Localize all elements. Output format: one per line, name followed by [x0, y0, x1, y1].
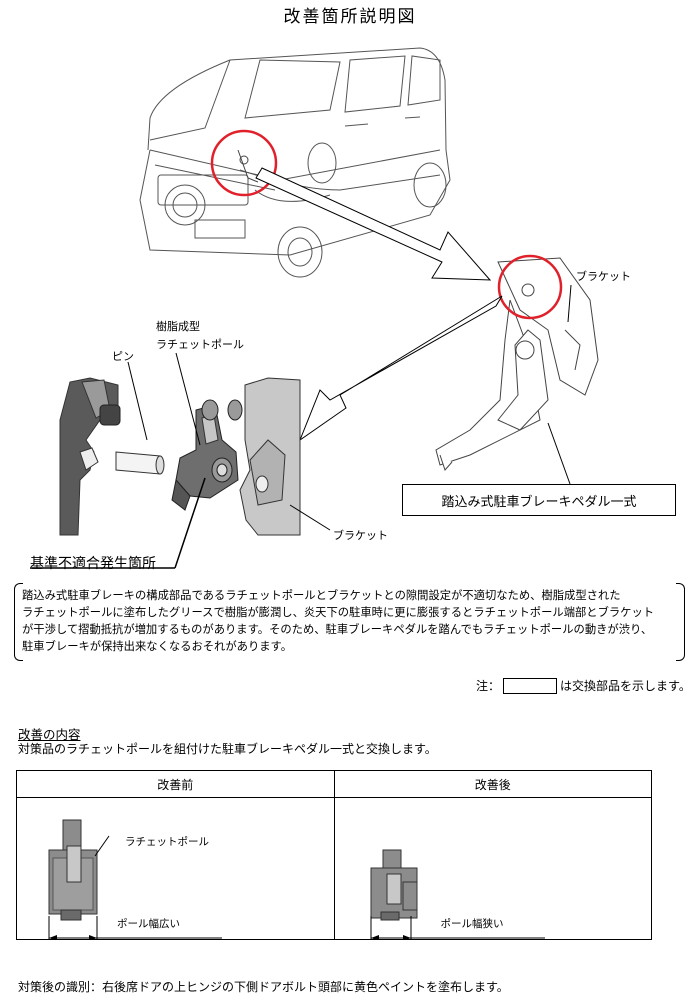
description-bracket-right — [676, 583, 685, 661]
leader-pin — [127, 361, 148, 441]
description-line: が干渉して摺動抵抗が増加するものがあります。そのため、駐車ブレーキペダルを踏んで… — [22, 623, 653, 636]
car-illustration — [139, 47, 451, 278]
after-cell: ポール幅狭い — [333, 797, 652, 940]
before-cell: ラチェットポール ポール幅広い — [16, 797, 335, 940]
defect-location-label: 基準不適合発生箇所 — [30, 556, 156, 572]
label-bracket-bottom: ブラケット — [333, 529, 388, 542]
bracket-part — [239, 377, 301, 536]
pin-part — [115, 451, 165, 475]
leader-pedal-assembly — [547, 422, 571, 485]
replacement-note: 注： は交換部品を示します。 — [476, 677, 691, 694]
arrow-to-detail — [298, 295, 503, 442]
after-pawl-diagram — [370, 849, 545, 940]
description-line: ラチェットポールに塗布したグリースで樹脂が膨潤し、炎天下の駐車時に更に膨張すると… — [22, 606, 655, 619]
label-pin: ピン — [112, 350, 134, 363]
description-bracket-left — [14, 583, 23, 661]
comparison-table: 改善前 改善後 ラチェットポール ポール幅広い — [16, 770, 652, 940]
after-width-label: ポール幅狭い — [440, 918, 504, 930]
note-suffix: は交換部品を示します。 — [560, 679, 691, 693]
pedal-assembly-illustration — [435, 257, 599, 471]
exploded-detail-view — [30, 352, 331, 569]
leader-bracket-bottom — [289, 504, 331, 531]
leader-bracket-top — [567, 284, 572, 323]
description-line: 踏込み式駐車ブレーキの構成部品であるラチェットポールとブラケットとの隙間設定が不… — [22, 589, 621, 602]
highlight-circle-pedal — [497, 254, 563, 320]
label-resin-molded: 樹脂成型 — [156, 320, 200, 333]
identification-note: 対策後の識別：右後席ドアの上ヒンジの下側ドアボルト頭部に黄色ペイントを塗布します… — [18, 980, 509, 994]
label-bracket-top: ブラケット — [576, 270, 631, 283]
pedal-assembly-label: 踏込み式駐車ブレーキペダル一式 — [402, 484, 676, 516]
ratchet-pawl-label: ラチェットポール — [125, 836, 209, 848]
main-illustration — [30, 47, 599, 569]
before-width-label: ポール幅広い — [117, 918, 180, 930]
improvement-heading: 改善の内容 — [18, 727, 81, 742]
before-header: 改善前 — [16, 770, 335, 798]
pedal-small-in-car — [237, 149, 259, 183]
leader-defect — [174, 477, 206, 569]
description-line: 駐車ブレーキが保持出来なくなるおそれがあります。 — [22, 640, 292, 653]
before-pawl-diagram — [48, 819, 222, 940]
leader-ratchet — [175, 352, 201, 446]
highlight-circle-car — [210, 129, 278, 197]
description-text: 踏込み式駐車ブレーキの構成部品であるラチェットポールとブラケットとの隙間設定が不… — [22, 587, 670, 655]
arrow-to-pedal — [255, 167, 492, 281]
replacement-part-box — [503, 677, 558, 694]
note-prefix: 注： — [476, 679, 501, 693]
ratchet-pawl-part — [171, 399, 243, 511]
after-header: 改善後 — [333, 770, 652, 798]
label-ratchet-pawl: ラチェットポール — [156, 338, 244, 351]
page-title: 改善箇所説明図 — [283, 7, 417, 27]
improvement-text: 対策品のラチェットポールを組付けた駐車ブレーキペダル一式と交換します。 — [18, 742, 437, 756]
